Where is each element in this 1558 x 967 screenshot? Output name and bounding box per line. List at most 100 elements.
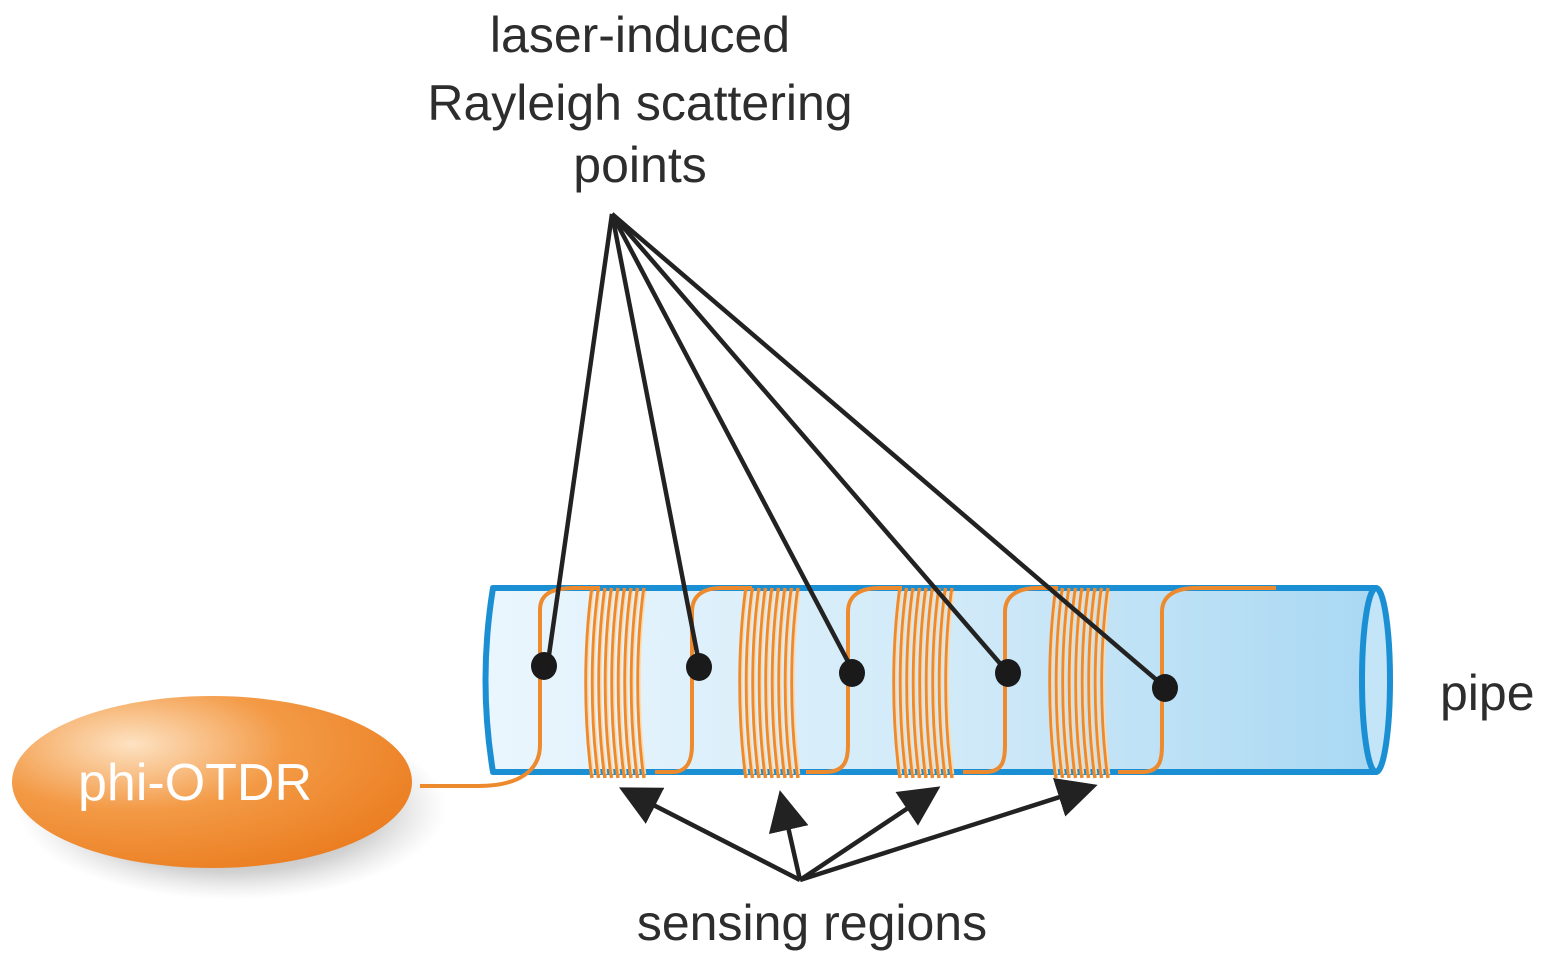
coil-winding-highlight — [741, 591, 749, 775]
coil-winding — [744, 587, 755, 779]
coil-winding-highlight — [947, 591, 955, 775]
coil-winding — [1080, 587, 1091, 779]
coil-winding — [629, 587, 640, 779]
coil-winding-highlight — [587, 591, 595, 775]
sensing-arrow-4 — [799, 777, 1098, 883]
coil-winding-highlight — [1083, 591, 1091, 775]
coil-winding-highlight — [940, 591, 948, 775]
coil-winding-highlight — [606, 591, 614, 775]
pipe-label: pipe — [1440, 665, 1535, 721]
phi-otdr-device: phi-OTDR — [12, 696, 447, 900]
scattering-point-3 — [839, 659, 865, 687]
coil-winding — [616, 587, 627, 779]
sensing-arrow-3 — [798, 786, 941, 882]
leader-line-5 — [610, 212, 1168, 690]
coil-winding-highlight — [632, 591, 640, 775]
device-label: phi-OTDR — [78, 754, 312, 812]
coil-winding — [924, 587, 935, 779]
sensing-coil-1 — [584, 587, 647, 779]
coil-winding-highlight — [767, 591, 775, 775]
coil-winding-highlight — [895, 591, 903, 775]
scattering-leader-lines — [545, 212, 1168, 690]
coil-winding-highlight — [600, 591, 608, 775]
pipe — [482, 585, 1393, 775]
coil-winding — [764, 587, 774, 779]
scattering-point-1 — [531, 652, 557, 680]
leader-line-4 — [610, 212, 1012, 677]
scattering-point-2 — [686, 653, 712, 681]
coil-winding — [892, 587, 902, 779]
sensing-region-arrows — [618, 777, 1098, 883]
sensing-arrow-2 — [768, 790, 809, 881]
coil-winding — [1061, 587, 1071, 779]
coil-winding — [751, 587, 761, 779]
sensing-arrow-1 — [618, 787, 802, 883]
scattering-label-line-2: Rayleigh scattering — [427, 75, 852, 131]
scattering-label-line-3: points — [573, 137, 706, 193]
coil-winding-highlight — [908, 591, 916, 775]
sensing-coil-4 — [1048, 587, 1111, 779]
coil-winding-highlight — [1051, 591, 1059, 775]
scattering-point-5 — [1152, 674, 1178, 702]
coil-winding — [636, 587, 646, 779]
coil-winding-highlight — [927, 591, 935, 775]
coil-winding — [770, 587, 781, 779]
coil-winding-highlight — [921, 591, 929, 775]
coil-winding-highlight — [901, 591, 909, 775]
coil-winding — [1048, 587, 1058, 779]
coil-winding-highlight — [754, 591, 762, 775]
pipe-end-cap — [1359, 585, 1393, 775]
coil-winding-highlight — [613, 591, 621, 775]
coil-winding — [738, 587, 748, 779]
coil-winding-highlight — [593, 591, 601, 775]
coil-winding — [1074, 587, 1084, 779]
coil-winding-highlight — [639, 591, 647, 775]
coil-winding-highlight — [1064, 591, 1072, 775]
coil-winding — [944, 587, 954, 779]
coil-winding — [1087, 587, 1097, 779]
coil-winding-highlight — [626, 591, 634, 775]
coil-winding-highlight — [786, 591, 794, 775]
coil-winding — [1054, 587, 1065, 779]
coil-winding-highlight — [1090, 591, 1098, 775]
coil-winding-highlight — [1096, 591, 1104, 775]
coil-winding-highlight — [934, 591, 942, 775]
coil-winding-highlight — [1057, 591, 1065, 775]
sensing-coil-2 — [738, 587, 801, 779]
coil-winding — [603, 587, 614, 779]
coil-winding — [937, 587, 948, 779]
coil-winding — [757, 587, 768, 779]
scattering-point-4 — [995, 659, 1021, 687]
leader-line-1 — [545, 213, 615, 663]
scattering-points — [531, 652, 1178, 702]
coil-winding-highlight — [1103, 591, 1111, 775]
sensing-regions-label: sensing regions — [637, 895, 987, 951]
coil-winding — [918, 587, 928, 779]
coil-winding — [597, 587, 607, 779]
scattering-label-line-1: laser-induced — [490, 7, 790, 63]
coil-winding — [584, 587, 594, 779]
coil-winding-highlight — [793, 591, 801, 775]
pipe-body — [482, 585, 1379, 775]
coil-winding — [610, 587, 620, 779]
coil-winding — [783, 587, 794, 779]
coil-winding — [931, 587, 941, 779]
coil-winding-highlight — [773, 591, 781, 775]
coil-winding — [898, 587, 909, 779]
coil-winding-highlight — [780, 591, 788, 775]
coil-winding — [777, 587, 787, 779]
coil-winding — [911, 587, 922, 779]
coil-winding — [590, 587, 601, 779]
coil-winding-highlight — [760, 591, 768, 775]
device-body — [12, 696, 412, 868]
coil-winding — [1100, 587, 1110, 779]
coil-winding — [790, 587, 800, 779]
coil-winding-highlight — [747, 591, 755, 775]
sensing-coil-3 — [892, 587, 955, 779]
leader-line-2 — [609, 213, 703, 669]
leader-line-3 — [610, 212, 856, 675]
coil-winding-highlight — [914, 591, 922, 775]
coil-winding — [1093, 587, 1104, 779]
coil-winding — [905, 587, 915, 779]
